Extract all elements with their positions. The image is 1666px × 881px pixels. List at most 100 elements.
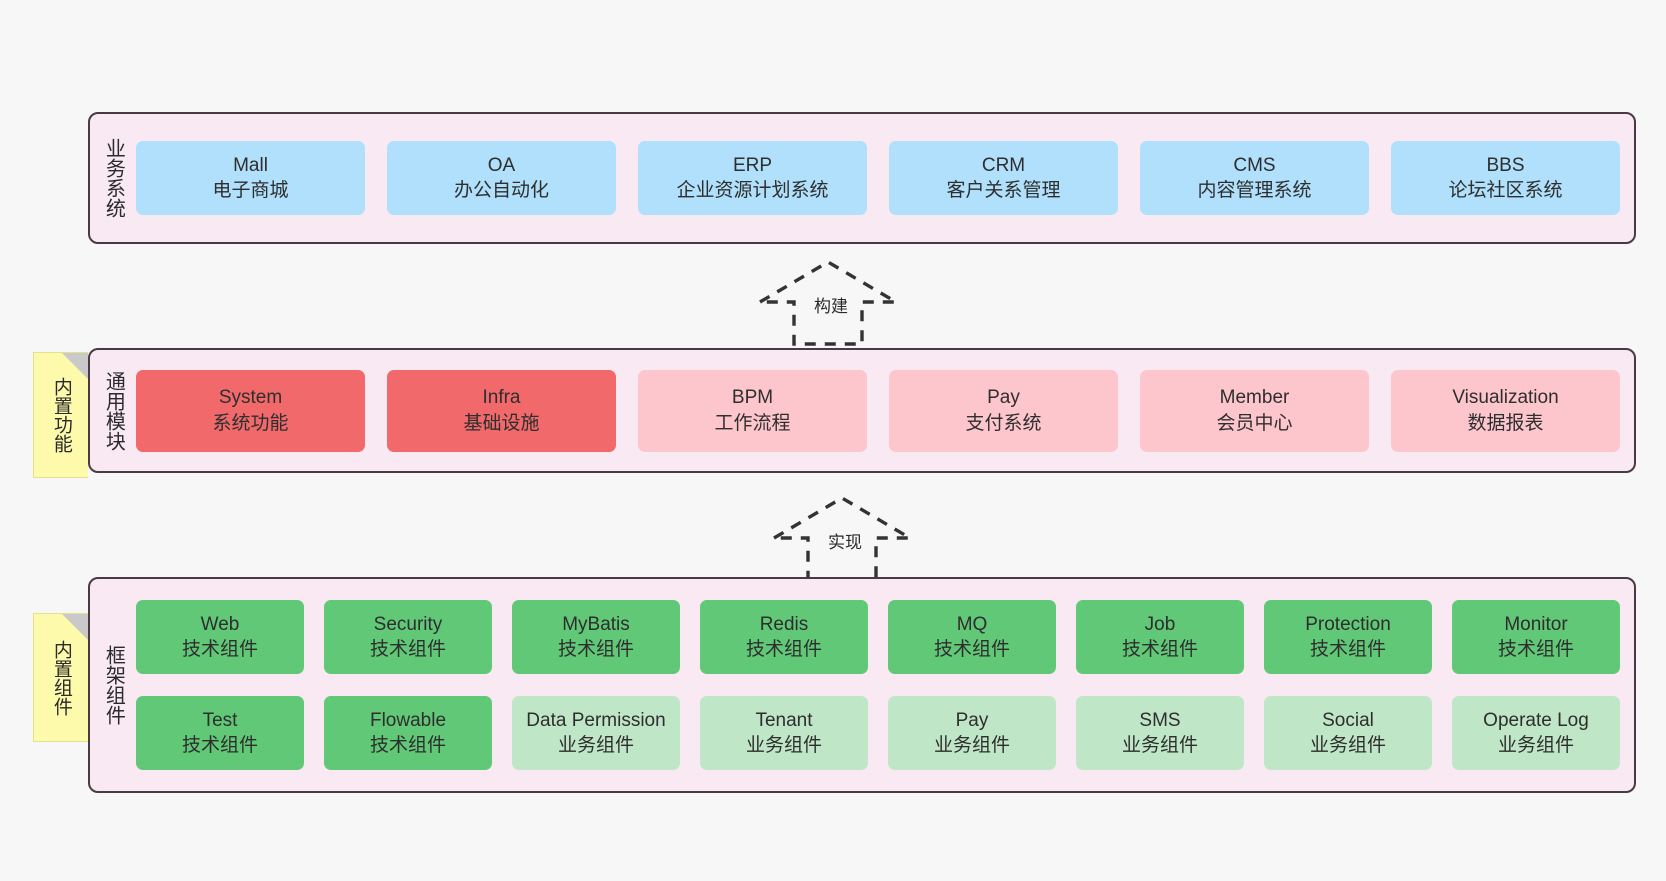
card-row: Mall 电子商城 OA 办公自动化 ERP 企业资源计划系统 CRM 客户关系… <box>136 141 1620 215</box>
card-mq[interactable]: MQ 技术组件 <box>888 600 1056 674</box>
card-title-cn: 技术组件 <box>181 735 258 756</box>
card-monitor[interactable]: Monitor 技术组件 <box>1452 600 1620 674</box>
arrow-implement: 实现 <box>766 492 926 584</box>
layer-body-common-modules: System 系统功能 Infra 基础设施 BPM 工作流程 Pay 支付系统… <box>136 350 1634 471</box>
card-title-en: Monitor <box>1504 613 1568 635</box>
card-title-en: Security <box>373 613 443 635</box>
card-title-cn: 技术组件 <box>933 639 1010 660</box>
card-title-en: Tenant <box>755 709 813 731</box>
card-title-cn: 业务组件 <box>1309 735 1386 756</box>
card-title-en: BPM <box>731 387 774 409</box>
card-bpm[interactable]: BPM 工作流程 <box>638 369 867 452</box>
card-title-cn: 办公自动化 <box>453 180 549 201</box>
card-job[interactable]: Job 技术组件 <box>1076 600 1244 674</box>
card-title-en: ERP <box>732 154 773 176</box>
arrow-build: 构建 <box>752 256 912 348</box>
card-title-cn: 数据报表 <box>1467 412 1544 434</box>
card-test[interactable]: Test 技术组件 <box>136 696 304 770</box>
card-social[interactable]: Social 业务组件 <box>1264 696 1432 770</box>
note-label: 内置功能 <box>50 377 72 453</box>
note-fold-icon <box>62 353 88 379</box>
card-title-en: Member <box>1219 387 1290 409</box>
card-title-cn: 客户关系管理 <box>946 180 1061 201</box>
arrow-implement-label: 实现 <box>828 533 862 552</box>
card-system[interactable]: System 系统功能 <box>136 369 365 452</box>
card-title-cn: 业务组件 <box>1121 735 1198 756</box>
card-title-en: CRM <box>981 154 1026 176</box>
card-title-en: Visualization <box>1452 387 1559 409</box>
card-title-cn: 支付系统 <box>965 412 1042 434</box>
card-title-cn: 业务组件 <box>1497 735 1574 756</box>
note-fold-icon <box>62 614 88 640</box>
card-title-cn: 工作流程 <box>714 412 791 434</box>
card-title-en: Redis <box>759 613 809 635</box>
card-visualization[interactable]: Visualization 数据报表 <box>1391 369 1620 452</box>
card-row: Test 技术组件 Flowable 技术组件 Data Permission … <box>136 696 1620 770</box>
card-row: System 系统功能 Infra 基础设施 BPM 工作流程 Pay 支付系统… <box>136 369 1620 452</box>
card-title-cn: 技术组件 <box>369 639 446 660</box>
card-title-en: Web <box>200 613 240 635</box>
card-title-cn: 技术组件 <box>181 639 258 660</box>
layer-title-business-system: 业务系统 <box>102 138 125 218</box>
layer-framework-components: 框架组件 Web 技术组件 Security 技术组件 MyBatis 技术组件… <box>88 577 1636 793</box>
card-title-en: OA <box>487 154 516 176</box>
card-title-cn: 电子商城 <box>212 180 289 201</box>
card-row: Web 技术组件 Security 技术组件 MyBatis 技术组件 Redi… <box>136 600 1620 674</box>
card-security[interactable]: Security 技术组件 <box>324 600 492 674</box>
card-title-cn: 业务组件 <box>557 735 634 756</box>
layer-body-business-system: Mall 电子商城 OA 办公自动化 ERP 企业资源计划系统 CRM 客户关系… <box>136 114 1634 242</box>
card-infra[interactable]: Infra 基础设施 <box>387 369 616 452</box>
card-title-en: BBS <box>1486 154 1525 176</box>
card-title-en: Infra <box>482 387 521 409</box>
arrow-implement-icon <box>767 496 917 582</box>
card-web[interactable]: Web 技术组件 <box>136 600 304 674</box>
card-redis[interactable]: Redis 技术组件 <box>700 600 868 674</box>
card-tenant[interactable]: Tenant 业务组件 <box>700 696 868 770</box>
card-cms[interactable]: CMS 内容管理系统 <box>1140 141 1369 215</box>
card-title-en: Pay <box>955 709 989 731</box>
card-bbs[interactable]: BBS 论坛社区系统 <box>1391 141 1620 215</box>
card-member[interactable]: Member 会员中心 <box>1140 369 1369 452</box>
card-title-en: Job <box>1144 613 1176 635</box>
card-oa[interactable]: OA 办公自动化 <box>387 141 616 215</box>
card-pay-component[interactable]: Pay 业务组件 <box>888 696 1056 770</box>
card-title-cn: 会员中心 <box>1216 412 1293 434</box>
card-title-cn: 技术组件 <box>557 639 634 660</box>
note-builtin-function: 内置功能 <box>33 352 88 478</box>
card-title-en: Mall <box>233 154 268 176</box>
card-operate-log[interactable]: Operate Log 业务组件 <box>1452 696 1620 770</box>
card-title-en: Protection <box>1305 613 1391 635</box>
layer-business-system: 业务系统 Mall 电子商城 OA 办公自动化 ERP 企业资源计划系统 CRM… <box>88 112 1636 244</box>
arrow-build-label: 构建 <box>814 297 848 316</box>
layer-body-framework-components: Web 技术组件 Security 技术组件 MyBatis 技术组件 Redi… <box>136 579 1634 791</box>
note-builtin-component: 内置组件 <box>33 613 88 742</box>
card-mybatis[interactable]: MyBatis 技术组件 <box>512 600 680 674</box>
card-title-cn: 内容管理系统 <box>1197 180 1312 201</box>
card-title-en: System <box>218 387 283 409</box>
card-data-permission[interactable]: Data Permission 业务组件 <box>512 696 680 770</box>
card-title-en: CMS <box>1233 154 1276 176</box>
card-protection[interactable]: Protection 技术组件 <box>1264 600 1432 674</box>
card-title-cn: 业务组件 <box>933 735 1010 756</box>
card-pay-module[interactable]: Pay 支付系统 <box>889 369 1118 452</box>
card-title-en: Pay <box>987 387 1020 409</box>
arrow-build-icon <box>753 260 903 346</box>
card-title-en: Operate Log <box>1483 709 1589 731</box>
layer-common-modules: 通用模块 System 系统功能 Infra 基础设施 BPM 工作流程 Pay… <box>88 348 1636 473</box>
card-title-en: Data Permission <box>526 709 666 731</box>
layer-title-common-modules: 通用模块 <box>102 370 125 451</box>
card-title-en: MyBatis <box>562 613 630 635</box>
card-title-cn: 技术组件 <box>1497 639 1574 660</box>
card-title-cn: 技术组件 <box>1121 639 1198 660</box>
card-flowable[interactable]: Flowable 技术组件 <box>324 696 492 770</box>
card-sms[interactable]: SMS 业务组件 <box>1076 696 1244 770</box>
card-title-cn: 技术组件 <box>745 639 822 660</box>
card-title-en: Social <box>1322 709 1374 731</box>
card-title-en: SMS <box>1139 709 1181 731</box>
card-title-cn: 技术组件 <box>1309 639 1386 660</box>
card-erp[interactable]: ERP 企业资源计划系统 <box>638 141 867 215</box>
card-crm[interactable]: CRM 客户关系管理 <box>889 141 1118 215</box>
card-mall[interactable]: Mall 电子商城 <box>136 141 365 215</box>
layer-title-framework-components: 框架组件 <box>102 645 125 725</box>
